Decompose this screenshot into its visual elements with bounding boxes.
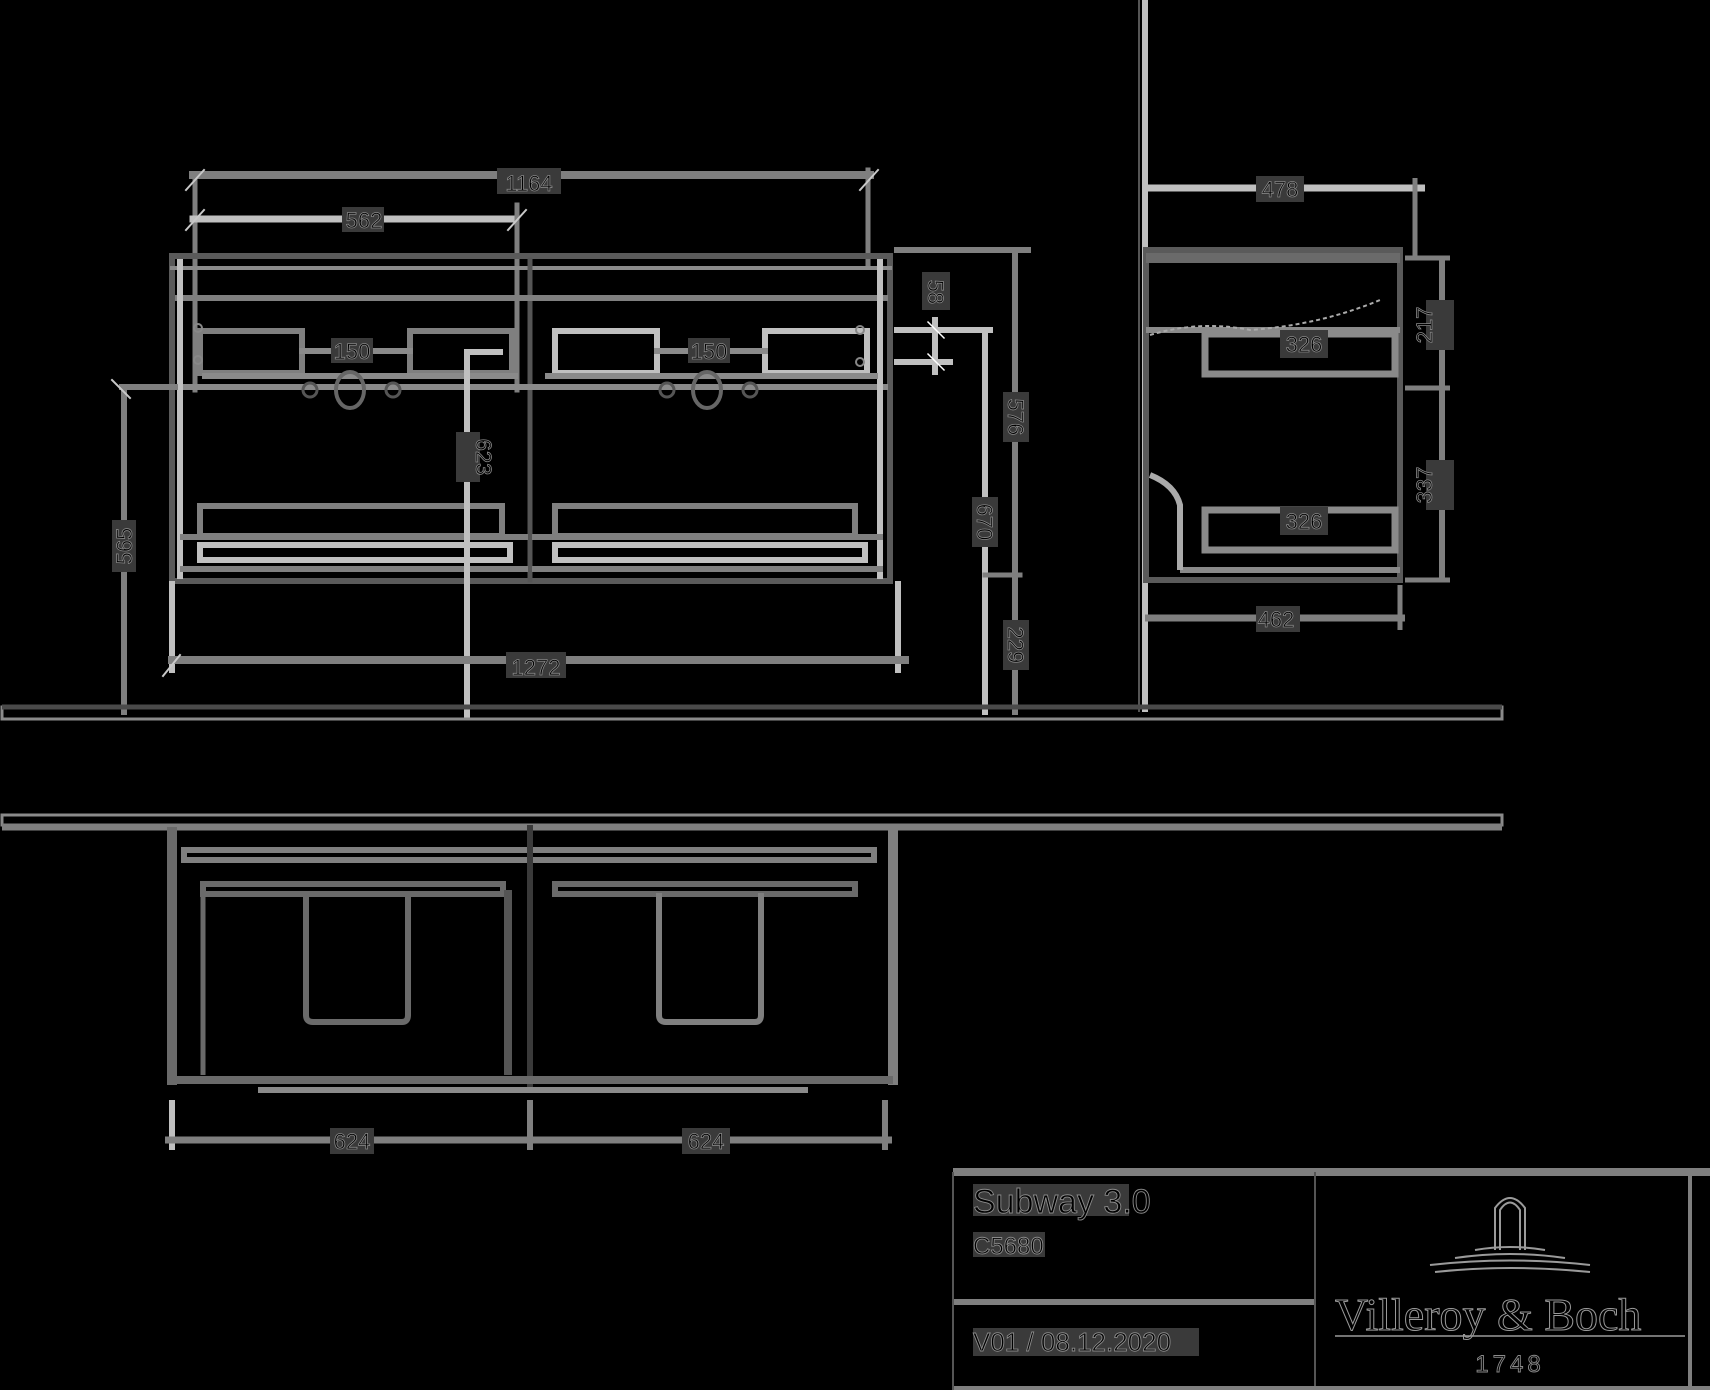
dim-label-624-right: 624 bbox=[688, 1129, 725, 1154]
dim-label-478: 478 bbox=[1262, 177, 1299, 202]
dim-label-562: 562 bbox=[346, 208, 383, 233]
version-date: V01 / 08.12.2020 bbox=[973, 1327, 1171, 1357]
basin-right bbox=[532, 325, 883, 572]
dim-label-217: 217 bbox=[1412, 307, 1437, 344]
dim-label-326-upper: 326 bbox=[1286, 332, 1323, 357]
dim-label-670: 670 bbox=[972, 504, 997, 541]
dim-label-150-right: 150 bbox=[691, 339, 728, 364]
dim-label-150-left: 150 bbox=[334, 339, 371, 364]
brand-year: 1748 bbox=[1475, 1351, 1544, 1378]
dim-label-576: 576 bbox=[1003, 399, 1028, 436]
dim-label-565: 565 bbox=[112, 528, 137, 565]
dim-label-58: 58 bbox=[923, 280, 948, 304]
dim-label-337: 337 bbox=[1412, 467, 1437, 504]
wall-line bbox=[0, 813, 1504, 831]
dim-label-326-lower: 326 bbox=[1286, 509, 1323, 534]
fountain-logo-icon bbox=[1429, 1197, 1591, 1273]
product-name: Subway 3.0 bbox=[973, 1183, 1151, 1221]
front-view bbox=[110, 167, 1031, 718]
title-block bbox=[952, 1168, 1710, 1390]
dimension-labels: 1164 562 150 150 1272 565 623 58 576 670… bbox=[112, 168, 1454, 1154]
dim-label-229: 229 bbox=[1003, 627, 1028, 664]
product-code: C5680 bbox=[973, 1233, 1044, 1260]
dim-label-1272: 1272 bbox=[512, 655, 561, 680]
brand-name: Villeroy & Boch bbox=[1335, 1289, 1641, 1340]
floor-line bbox=[0, 704, 1504, 721]
dim-label-623: 623 bbox=[471, 439, 496, 476]
dim-label-1164: 1164 bbox=[505, 171, 552, 196]
dim-label-462: 462 bbox=[1258, 607, 1295, 632]
dim-label-624-left: 624 bbox=[334, 1129, 371, 1154]
plan-view bbox=[165, 825, 898, 1150]
